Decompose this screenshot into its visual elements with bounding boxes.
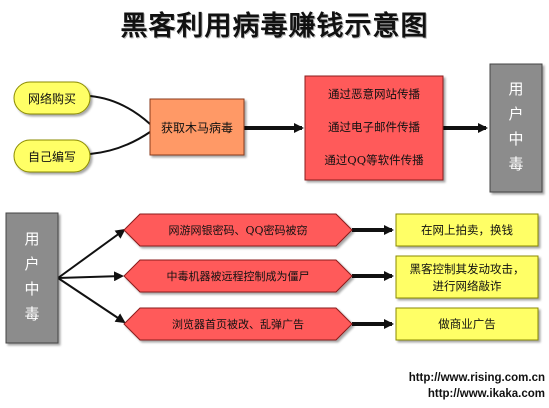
outcome-advertising: 做商业广告	[395, 307, 539, 341]
source-buy-online: 网络购买	[13, 81, 91, 115]
user-infected-char: 中	[24, 280, 39, 298]
consequence-botnet: 中毒机器被远程控制成为僵尸	[123, 259, 353, 293]
user-infected-char: 用	[24, 230, 39, 248]
connectors-top	[89, 95, 488, 155]
spread-method-label: 通过电子邮件传播	[328, 120, 420, 134]
user-infected-box-top: 用 户 中 毒	[489, 63, 543, 193]
user-infected-char: 毒	[24, 305, 39, 323]
user-infected-char: 毒	[508, 155, 523, 173]
footer-url-rising: http://www.rising.com.cn	[408, 372, 545, 384]
spread-method-label: 通过恶意网站传播	[328, 87, 420, 101]
outcome-label: 在网上拍卖，换钱	[421, 223, 513, 237]
spread-method-label: 通过QQ等软件传播	[324, 153, 424, 167]
source-label: 网络购买	[28, 91, 76, 106]
consequence-label: 浏览器首页被改、乱弹广告	[172, 317, 304, 331]
outcome-extortion: 黑客控制其发动攻击， 进行网络敲诈	[395, 255, 539, 299]
connectors-bottom	[57, 225, 394, 329]
user-infected-box-bottom: 用 户 中 毒	[5, 212, 59, 344]
outcome-label: 做商业广告	[438, 317, 496, 331]
outcome-label: 黑客控制其发动攻击，	[410, 262, 525, 276]
consequence-password-stolen: 网游网银密码、QQ密码被窃	[123, 213, 353, 247]
outcome-auction: 在网上拍卖，换钱	[395, 213, 539, 247]
consequence-label: 中毒机器被远程控制成为僵尸	[167, 269, 310, 283]
outcome-label: 进行网络敲诈	[433, 279, 502, 293]
user-infected-char: 户	[508, 105, 523, 123]
obtain-label: 获取木马病毒	[161, 120, 233, 135]
footer-url-ikaka: http://www.ikaka.com	[427, 388, 545, 400]
source-label: 自己编写	[28, 149, 76, 164]
source-self-written: 自己编写	[13, 139, 91, 173]
user-infected-char: 中	[508, 130, 523, 148]
user-infected-char: 用	[508, 80, 523, 98]
user-infected-char: 户	[24, 255, 39, 273]
obtain-trojan-box: 获取木马病毒	[149, 98, 245, 156]
spread-methods-box: 通过恶意网站传播 通过电子邮件传播 通过QQ等软件传播	[304, 75, 444, 181]
consequence-label: 网游网银密码、QQ密码被窃	[168, 223, 307, 237]
consequence-browser-hijack: 浏览器首页被改、乱弹广告	[123, 307, 353, 341]
page-title: 黑客利用病毒赚钱示意图	[120, 11, 429, 42]
